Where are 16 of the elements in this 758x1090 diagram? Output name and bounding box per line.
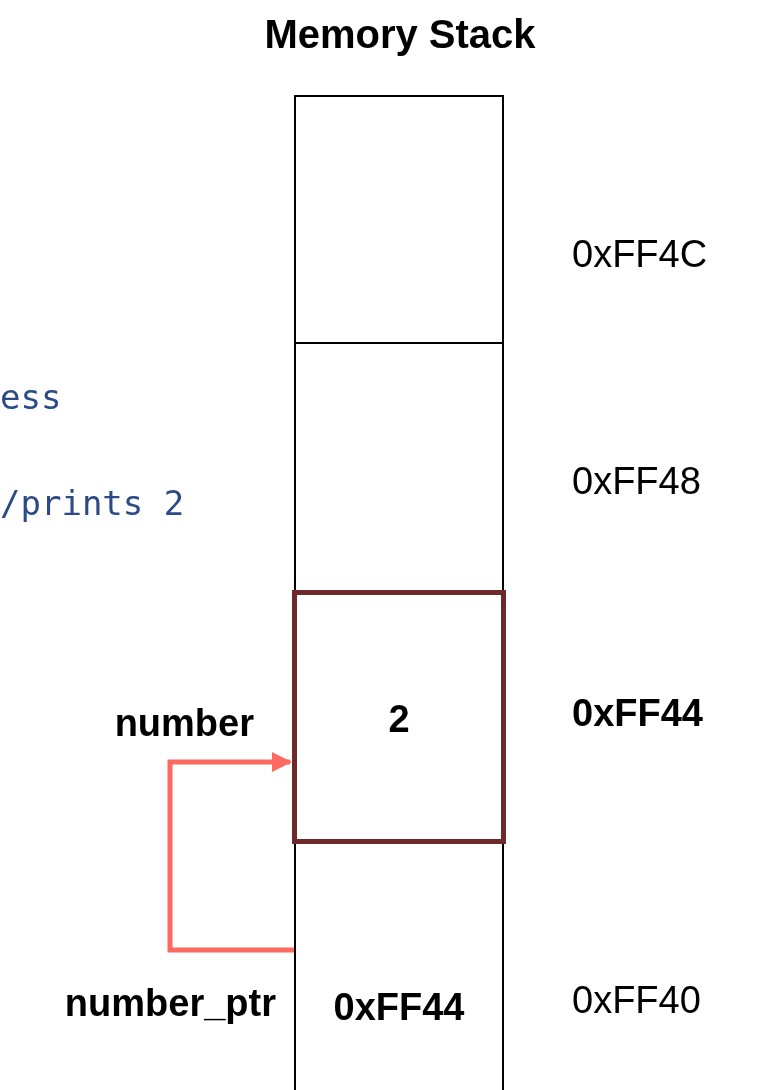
- cell-value: 2: [387, 697, 411, 742]
- memory-cell: [294, 842, 504, 1090]
- code-fragment: ess: [0, 376, 62, 419]
- pointer-arrow: [167, 752, 294, 953]
- variable-name: number: [114, 701, 254, 746]
- address-label: 0xFF4C: [572, 232, 708, 277]
- empty-memory-cell: [294, 95, 504, 344]
- address-label: 0xFF44: [572, 691, 703, 736]
- title: Memory Stack: [263, 11, 537, 58]
- code-fragment: /prints 2: [0, 482, 185, 525]
- empty-memory-cell: [294, 342, 504, 593]
- variable-name: number_ptr: [64, 981, 276, 1026]
- memory-cell: [292, 590, 506, 844]
- address-label: 0xFF40: [572, 978, 701, 1023]
- address-label: 0xFF48: [572, 459, 701, 504]
- cell-value: 0xFF44: [332, 985, 466, 1030]
